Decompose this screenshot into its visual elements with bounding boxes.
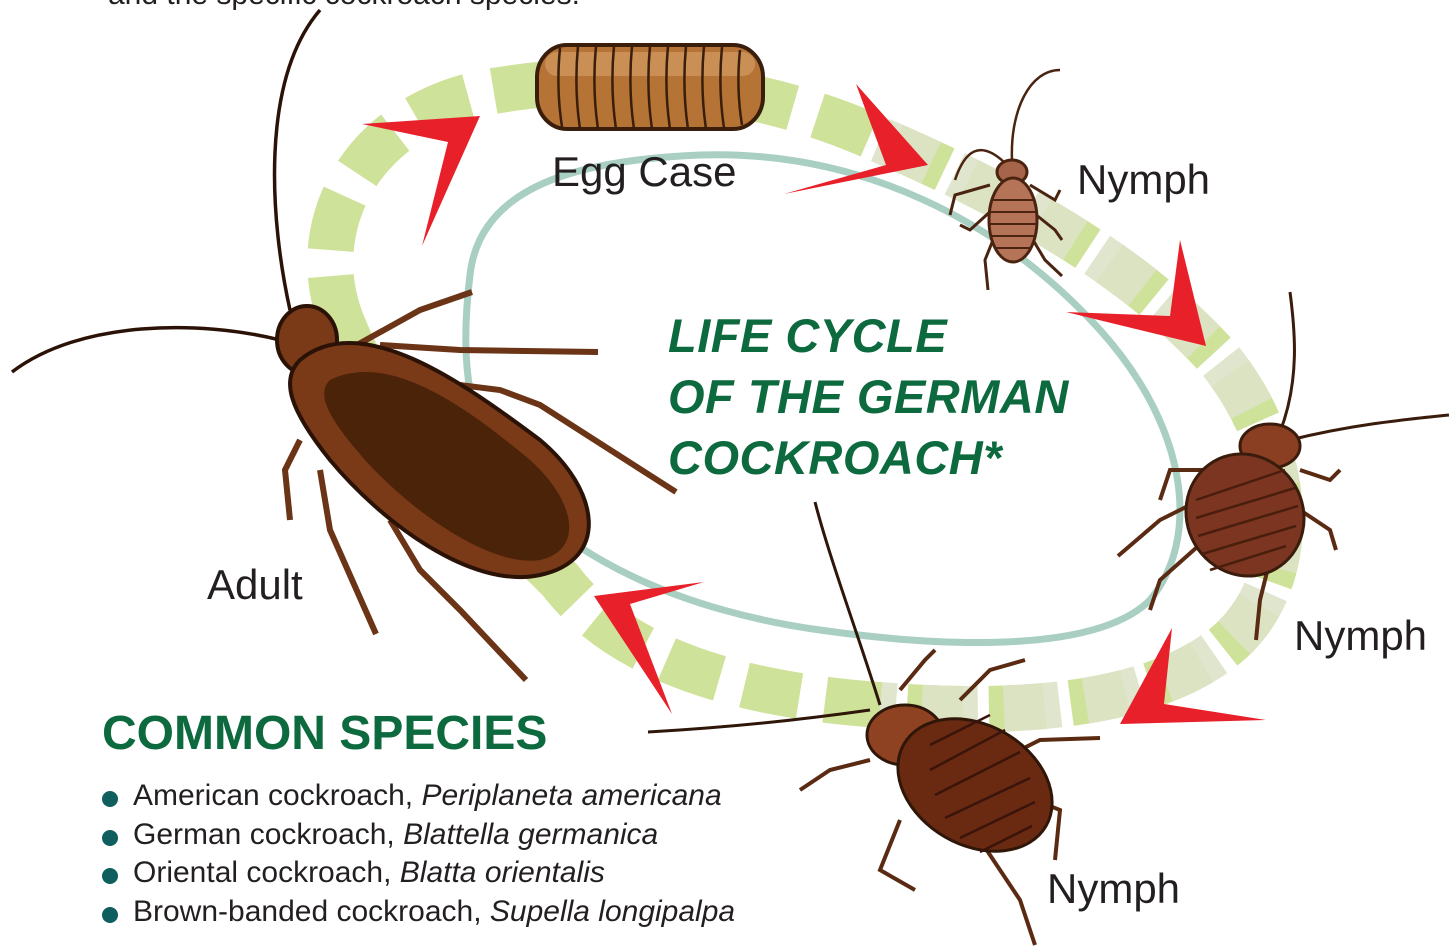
bullet-dot bbox=[102, 907, 118, 923]
species-common-name: German cockroach, bbox=[133, 818, 403, 851]
species-common-name: Brown-banded cockroach, bbox=[133, 895, 490, 928]
species-scientific-name: Supella longipalpa bbox=[490, 895, 735, 928]
nymph-medium-illustration bbox=[1118, 292, 1449, 640]
bullet-dot bbox=[102, 830, 118, 846]
species-scientific-name: Blatta orientalis bbox=[400, 856, 605, 889]
species-item: Brown-banded cockroach, Supella longipal… bbox=[100, 893, 735, 932]
egg-case-illustration bbox=[537, 45, 763, 129]
title-line-3: COCKROACH* bbox=[668, 427, 1069, 488]
species-item: American cockroach, Periplaneta american… bbox=[100, 777, 735, 816]
bullet-dot bbox=[102, 868, 118, 884]
top-caption: and the specific cockroach species. bbox=[108, 0, 580, 12]
stage-label-egg-case: Egg Case bbox=[552, 148, 736, 196]
common-species-heading: COMMON SPECIES bbox=[102, 706, 547, 761]
stage-label-adult: Adult bbox=[207, 561, 303, 609]
species-common-name: American cockroach, bbox=[133, 779, 421, 812]
stage-label-nymph-3: Nymph bbox=[1047, 865, 1180, 913]
diagram-title: LIFE CYCLE OF THE GERMAN COCKROACH* bbox=[668, 305, 1069, 488]
stage-label-nymph-2: Nymph bbox=[1294, 612, 1427, 660]
title-line-1: LIFE CYCLE bbox=[668, 305, 1069, 366]
species-common-name: Oriental cockroach, bbox=[133, 856, 400, 889]
species-item: German cockroach, Blattella germanica bbox=[100, 816, 735, 855]
stage-label-nymph-1: Nymph bbox=[1077, 156, 1210, 204]
species-scientific-name: Blattella germanica bbox=[403, 818, 658, 851]
bullet-dot bbox=[102, 791, 118, 807]
title-line-2: OF THE GERMAN bbox=[668, 366, 1069, 427]
species-list: American cockroach, Periplaneta american… bbox=[100, 777, 735, 931]
species-scientific-name: Periplaneta americana bbox=[421, 779, 721, 812]
species-item: Oriental cockroach, Blatta orientalis bbox=[100, 854, 735, 893]
